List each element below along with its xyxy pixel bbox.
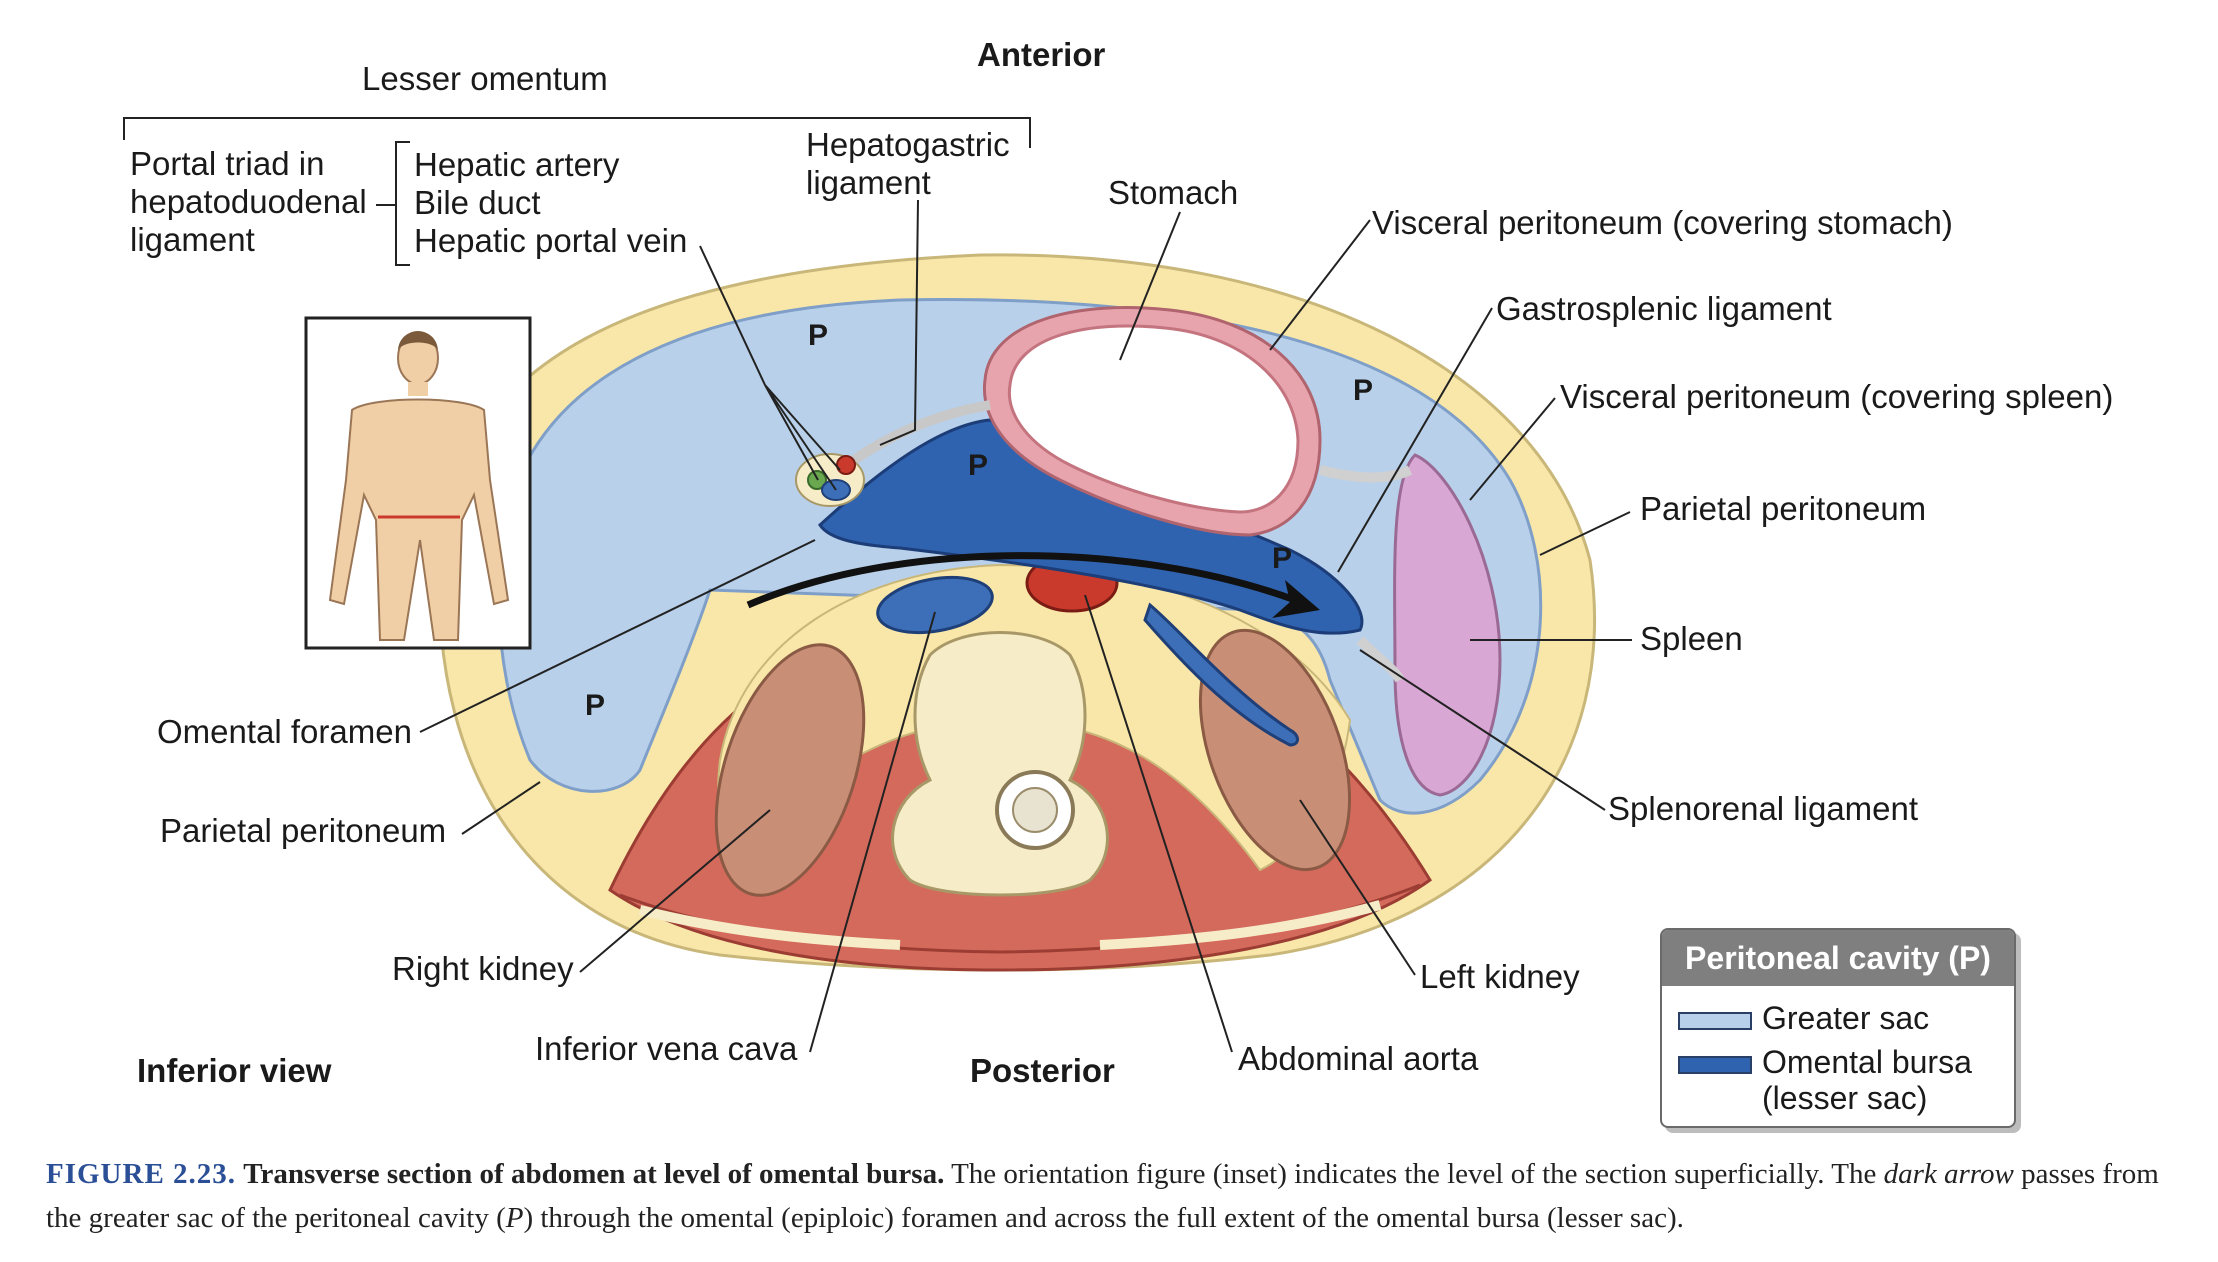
- p-marker-4: P: [1272, 542, 1292, 575]
- legend-title: Peritoneal cavity (P): [1662, 930, 2014, 986]
- label-parietal-peritoneum-right: Parietal peritoneum: [1640, 490, 1927, 527]
- back-muscle-band-3: [1099, 900, 1382, 950]
- peritoneal-cavity-legend: Peritoneal cavity (P) Greater sac Omenta…: [1660, 928, 2016, 1128]
- left-renal-vein: [1143, 602, 1299, 747]
- legend-omental-bursa: Omental bursa: [1762, 1044, 1972, 1080]
- label-inferior-vena-cava: Inferior vena cava: [535, 1030, 798, 1067]
- greater-sac-swatch: [1678, 1012, 1752, 1030]
- p-marker-1: P: [808, 319, 828, 352]
- p-marker-5: P: [585, 689, 605, 722]
- splenorenal-ligament: [1356, 636, 1405, 683]
- inferior-vena-cava: [876, 575, 994, 635]
- caption-p: P: [505, 1202, 524, 1234]
- label-spleen: Spleen: [1640, 620, 1743, 657]
- label-anterior: Anterior: [977, 36, 1106, 73]
- label-hepatic-portal-vein: Hepatic portal vein: [414, 222, 688, 259]
- legend-lesser-sac: (lesser sac): [1762, 1080, 1928, 1116]
- portal-triad-bracket: [376, 141, 410, 266]
- back-muscle-band-2: [638, 905, 901, 950]
- figure-caption: FIGURE 2.23. Transverse section of abdom…: [46, 1152, 2186, 1240]
- right-kidney: [714, 643, 866, 897]
- label-hepatogastric-1: Hepatogastric: [806, 126, 1010, 163]
- stomach-lumen: [1007, 324, 1300, 514]
- caption-dark-arrow: dark arrow: [1883, 1158, 2014, 1190]
- vertebra: [891, 631, 1109, 897]
- caption-text-3: ) through the omental (epiploic) foramen…: [523, 1202, 1684, 1234]
- label-posterior: Posterior: [970, 1052, 1115, 1089]
- omental-bursa-swatch: [1678, 1056, 1752, 1074]
- label-abdominal-aorta: Abdominal aorta: [1238, 1040, 1479, 1077]
- label-gastrosplenic-ligament: Gastrosplenic ligament: [1496, 290, 1832, 327]
- label-visceral-peritoneum-stomach: Visceral peritoneum (covering stomach): [1372, 204, 1953, 241]
- label-bile-duct: Bile duct: [414, 184, 541, 221]
- hepatic-artery-dot: [836, 455, 856, 475]
- label-parietal-peritoneum-left: Parietal peritoneum: [160, 812, 447, 849]
- gastrosplenic-ligament: [1318, 465, 1413, 483]
- p-marker-2: P: [1353, 374, 1373, 407]
- label-portal-triad-2: hepatoduodenal: [130, 183, 367, 220]
- spinal-cord: [1012, 787, 1058, 833]
- label-portal-triad-1: Portal triad in: [130, 145, 325, 182]
- label-lesser-omentum: Lesser omentum: [362, 60, 608, 97]
- spleen: [1393, 453, 1502, 797]
- label-portal-triad-3: ligament: [130, 221, 255, 258]
- dark-arrow-head: [1272, 580, 1320, 618]
- caption-text-1: The orientation figure (inset) indicates…: [951, 1158, 1877, 1190]
- label-splenorenal-ligament: Splenorenal ligament: [1608, 790, 1919, 827]
- label-left-kidney: Left kidney: [1420, 958, 1580, 995]
- caption-text-2: passes from the greater sac of the perit…: [46, 1158, 2159, 1234]
- dark-arrow: [746, 552, 1297, 609]
- label-hepatic-artery: Hepatic artery: [414, 146, 620, 183]
- caption-title: Transverse section of abdomen at level o…: [243, 1158, 945, 1190]
- label-hepatogastric-2: ligament: [806, 164, 931, 201]
- label-inferior-view: Inferior view: [137, 1052, 332, 1089]
- caption-figure-number: FIGURE 2.23.: [46, 1158, 237, 1190]
- orientation-figure: [328, 331, 510, 641]
- lesser-omentum-bracket: [123, 117, 1031, 148]
- leader-lines: [419, 199, 1632, 1053]
- label-omental-foramen: Omental foramen: [157, 713, 412, 750]
- label-stomach: Stomach: [1108, 174, 1239, 211]
- legend-greater-sac: Greater sac: [1762, 1000, 1930, 1036]
- label-visceral-peritoneum-spleen: Visceral peritoneum (covering spleen): [1560, 378, 2114, 415]
- p-marker-3: P: [968, 449, 988, 482]
- label-right-kidney: Right kidney: [392, 950, 574, 987]
